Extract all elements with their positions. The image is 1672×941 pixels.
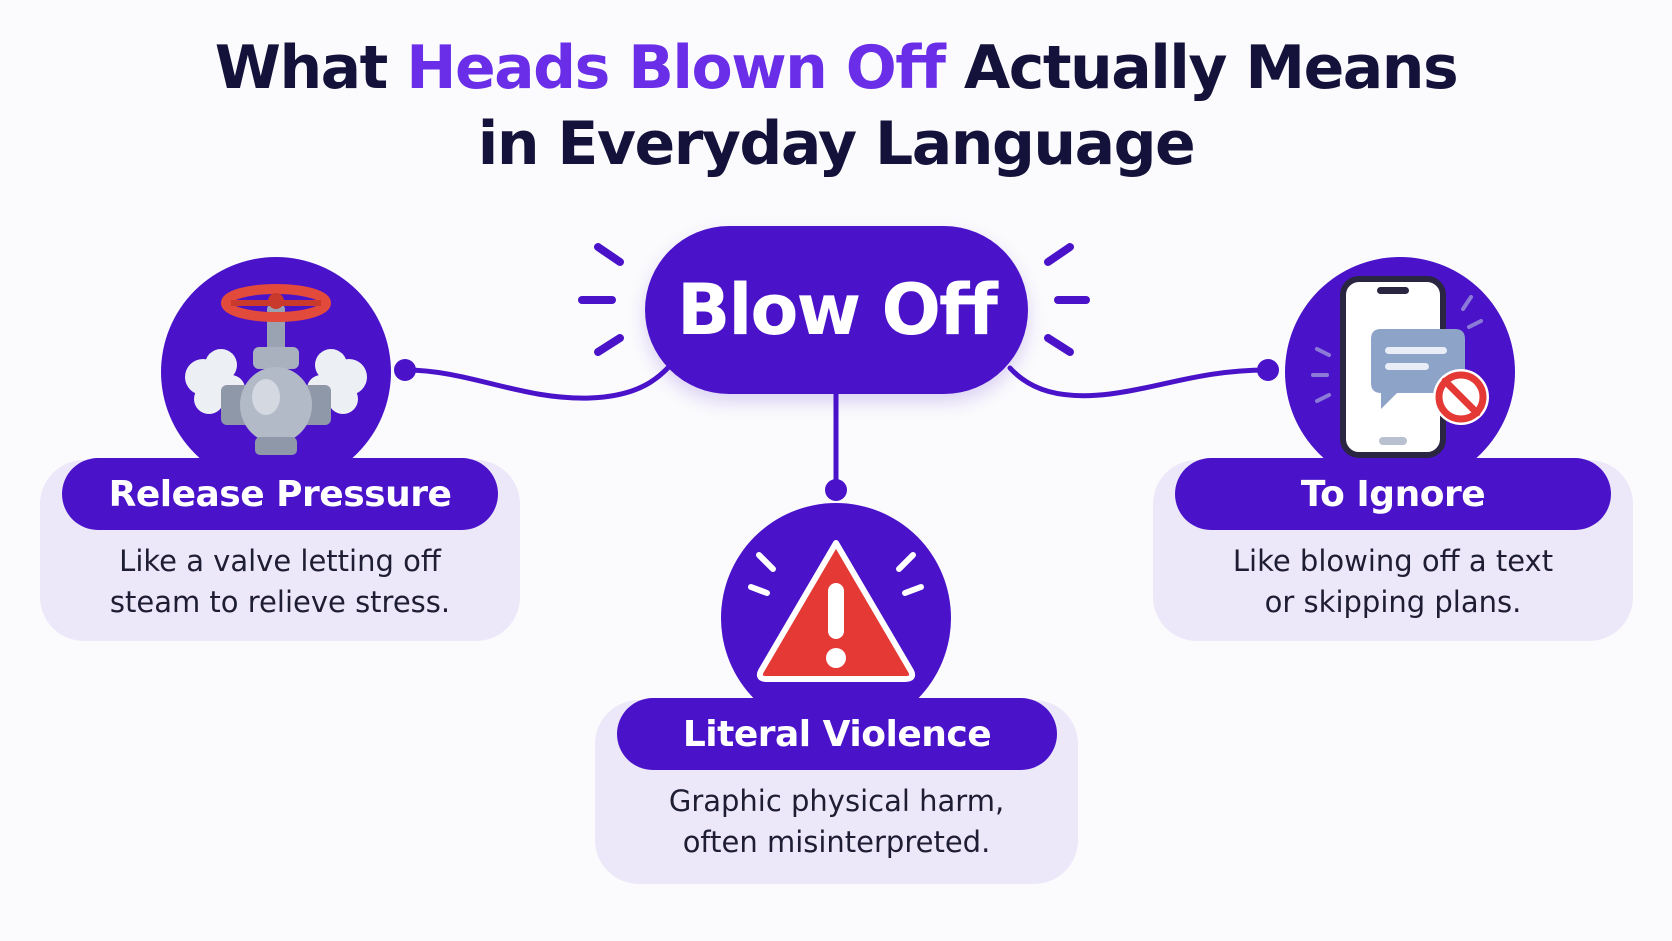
desc-to-ignore: Like blowing off a text or skipping plan… [1232,544,1554,619]
desc-release-pressure: Like a valve letting off steam to reliev… [109,544,451,619]
icon-circle-literal-violence [721,503,951,733]
burst-marks-right [1044,243,1090,356]
valve-icon [185,284,367,455]
connector-dot-right [1257,359,1279,381]
page-title: What Heads Blown Off Actually Means in E… [0,30,1672,182]
title-line-1: What Heads Blown Off Actually Means [214,33,1459,103]
connector-dot-left [394,359,416,381]
connector-left [402,357,678,401]
connector-dot-center [825,479,847,501]
desc-literal-violence: Graphic physical harm, often misinterpre… [668,784,1005,859]
phone-message-blocked-icon [1311,276,1489,458]
connector-right [1007,365,1271,399]
label-to-ignore: To Ignore [1175,458,1611,530]
warning-icon [748,540,924,682]
title-highlight: Heads Blown Off [406,33,946,103]
burst-marks-left [578,243,624,356]
label-release-pressure: Release Pressure [62,458,498,530]
hub-blow-off: Blow Off [645,226,1028,394]
icon-circle-to-ignore [1285,257,1515,487]
icon-circle-release-pressure [161,257,391,487]
title-line-2: in Everyday Language [477,109,1196,179]
label-literal-violence: Literal Violence [617,698,1057,770]
